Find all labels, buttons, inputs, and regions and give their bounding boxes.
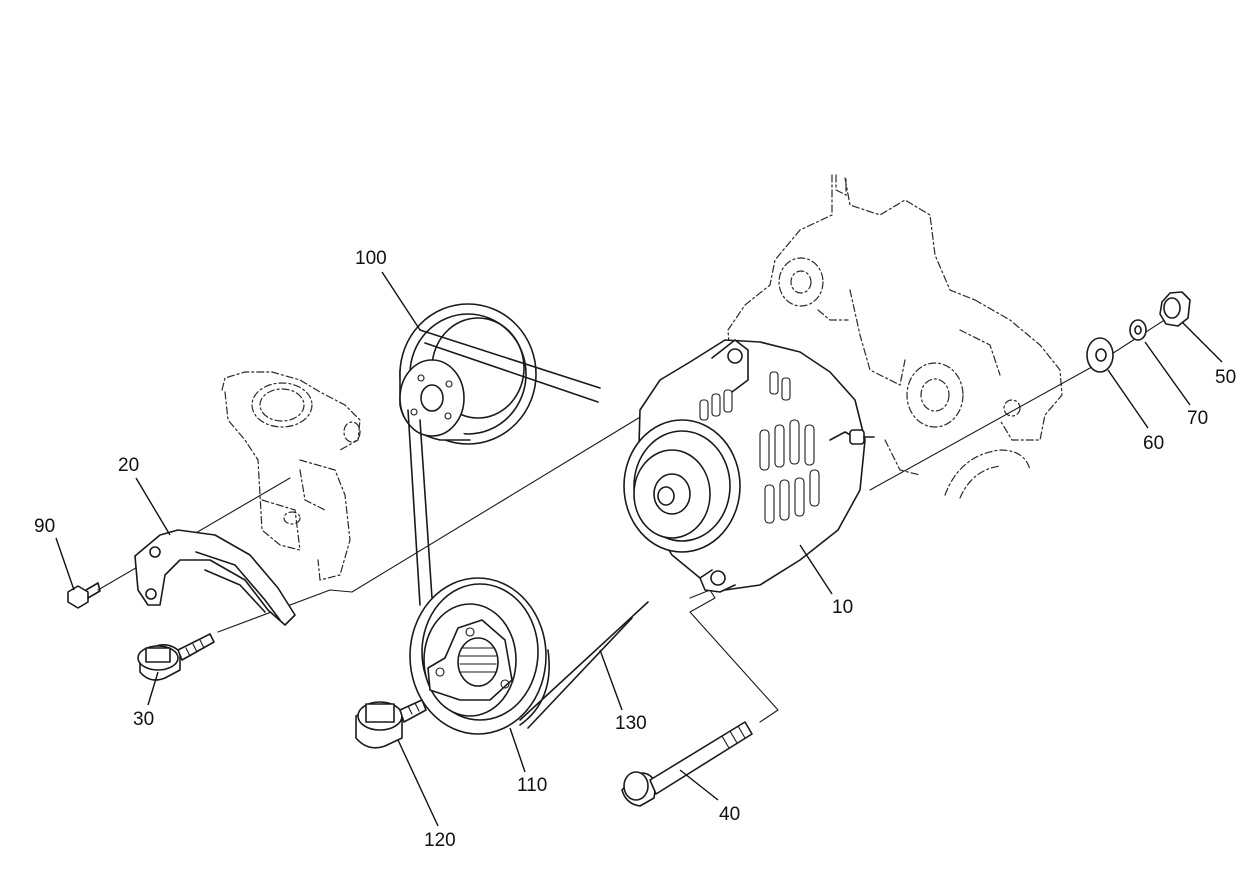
callout-60: 60 bbox=[1143, 433, 1164, 454]
callout-10: 10 bbox=[832, 597, 853, 618]
callout-90: 90 bbox=[34, 516, 55, 537]
callout-50: 50 bbox=[1215, 367, 1236, 388]
engine-block-outline bbox=[727, 174, 1063, 499]
alternator-cooling-slots bbox=[699, 371, 820, 524]
leader-lines bbox=[55, 271, 1223, 827]
callout-70: 70 bbox=[1187, 408, 1208, 429]
adjusting-bracket bbox=[134, 529, 296, 626]
callout-120: 120 bbox=[424, 830, 456, 851]
callout-130: 130 bbox=[615, 713, 647, 734]
washer-60 bbox=[1086, 337, 1114, 373]
water-pump-housing-outline bbox=[221, 371, 361, 581]
bolt-90 bbox=[67, 582, 101, 609]
spring-washer-70 bbox=[1129, 319, 1147, 341]
alternator bbox=[623, 339, 875, 593]
bolt-30 bbox=[137, 633, 215, 681]
bolt-40 bbox=[621, 721, 753, 807]
fan-pulley bbox=[399, 303, 537, 445]
callout-110: 110 bbox=[517, 775, 547, 796]
callout-40: 40 bbox=[719, 804, 740, 825]
callout-labels: 100 20 90 30 120 110 130 40 10 60 70 50 bbox=[34, 248, 1236, 851]
crankshaft-pulley bbox=[409, 577, 550, 735]
callout-30: 30 bbox=[133, 709, 154, 730]
nut-50 bbox=[1159, 291, 1191, 327]
callout-20: 20 bbox=[118, 455, 139, 476]
callout-100: 100 bbox=[355, 248, 387, 269]
bolt-120 bbox=[355, 699, 427, 749]
